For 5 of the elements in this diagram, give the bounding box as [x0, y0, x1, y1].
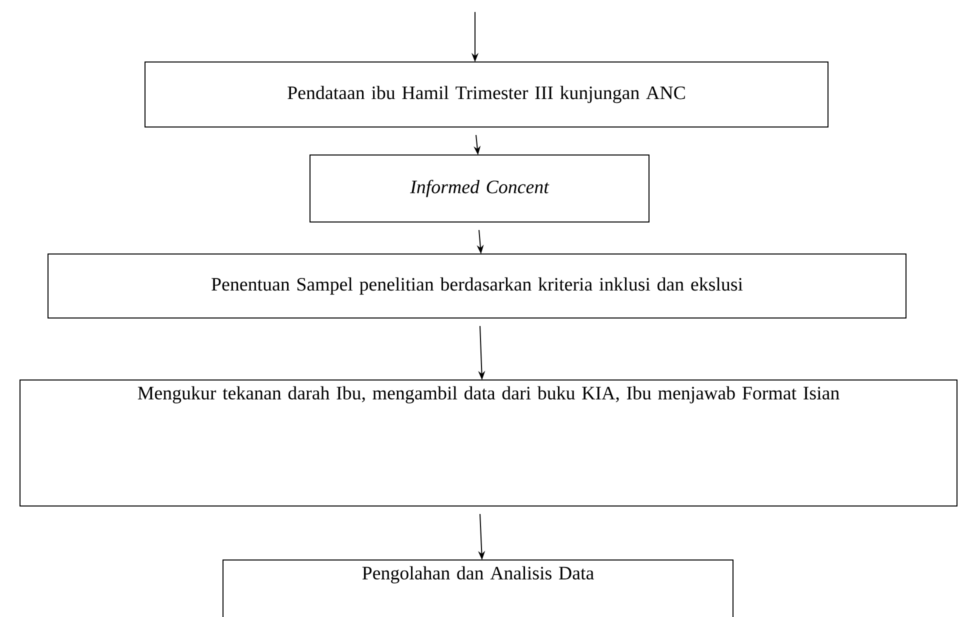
process-box: Informed Concent: [310, 154, 650, 222]
process-box: Pendataan ibu Hamil Trimester III kunjungan ANC: [144, 62, 828, 128]
process-box: Pengolahan dan Analisis Data: [222, 560, 734, 617]
process-box: Penentuan Sampel penelitian berdasarkan kriteria inklusi dan ekslusi: [48, 254, 906, 318]
process-box: Mengukur tekanan darah Ibu, mengambil data dari buku KIA, Ibu menjawab Format Isian: [20, 380, 958, 506]
